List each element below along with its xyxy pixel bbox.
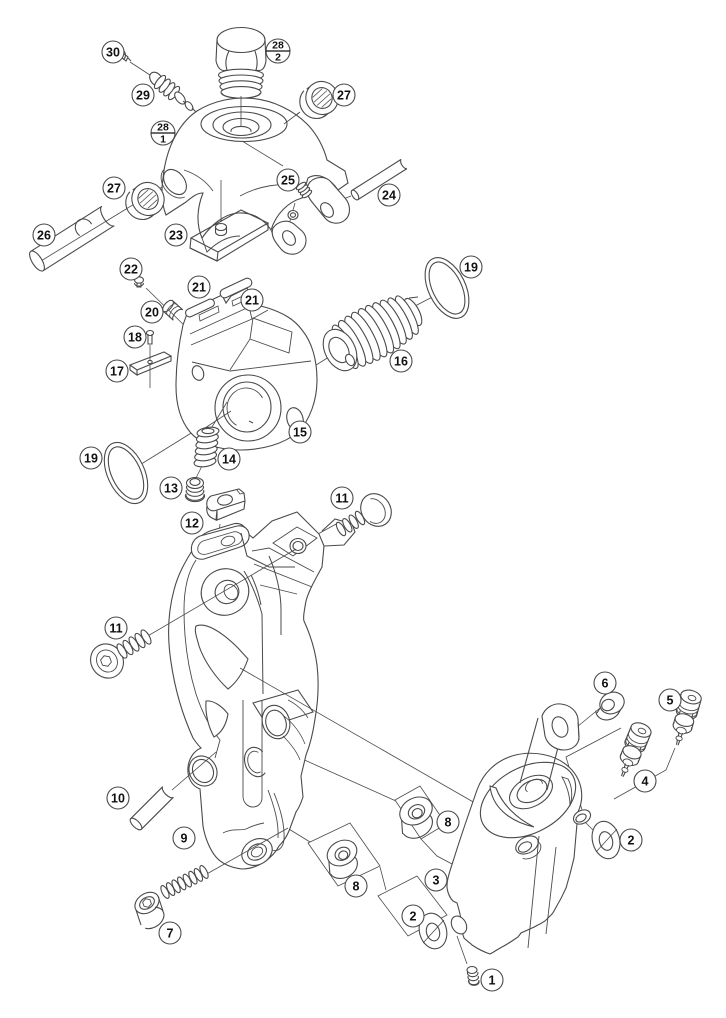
svg-text:2: 2 — [628, 834, 635, 848]
svg-text:24: 24 — [382, 189, 396, 203]
svg-text:9: 9 — [181, 832, 188, 846]
svg-text:18: 18 — [128, 331, 142, 345]
svg-text:8: 8 — [353, 880, 360, 894]
svg-text:28: 28 — [272, 40, 284, 52]
svg-text:6: 6 — [602, 677, 609, 691]
svg-text:21: 21 — [245, 294, 259, 308]
svg-text:20: 20 — [145, 306, 159, 320]
svg-text:8: 8 — [445, 816, 452, 830]
svg-text:17: 17 — [110, 365, 124, 379]
svg-text:19: 19 — [464, 261, 478, 275]
svg-text:2: 2 — [410, 910, 417, 924]
svg-text:4: 4 — [642, 775, 649, 789]
svg-text:21: 21 — [192, 281, 206, 295]
svg-text:10: 10 — [111, 792, 125, 806]
svg-text:1: 1 — [489, 974, 496, 988]
svg-text:28: 28 — [157, 122, 169, 134]
svg-text:29: 29 — [136, 89, 150, 103]
svg-text:13: 13 — [164, 482, 178, 496]
svg-text:25: 25 — [281, 174, 295, 188]
svg-text:27: 27 — [107, 182, 121, 196]
svg-text:3: 3 — [433, 874, 440, 888]
svg-text:12: 12 — [185, 517, 199, 531]
svg-text:11: 11 — [335, 492, 348, 506]
svg-text:27: 27 — [337, 89, 351, 103]
svg-text:26: 26 — [37, 229, 51, 243]
svg-text:11: 11 — [109, 622, 122, 636]
svg-text:7: 7 — [167, 927, 174, 941]
svg-text:30: 30 — [106, 46, 120, 60]
svg-text:23: 23 — [169, 229, 183, 243]
svg-text:15: 15 — [293, 426, 307, 440]
svg-text:5: 5 — [667, 694, 674, 708]
svg-text:1: 1 — [160, 134, 166, 146]
svg-text:2: 2 — [275, 52, 281, 64]
svg-text:14: 14 — [222, 453, 236, 467]
svg-text:22: 22 — [124, 263, 138, 277]
svg-text:16: 16 — [394, 355, 408, 369]
svg-text:19: 19 — [84, 452, 98, 466]
